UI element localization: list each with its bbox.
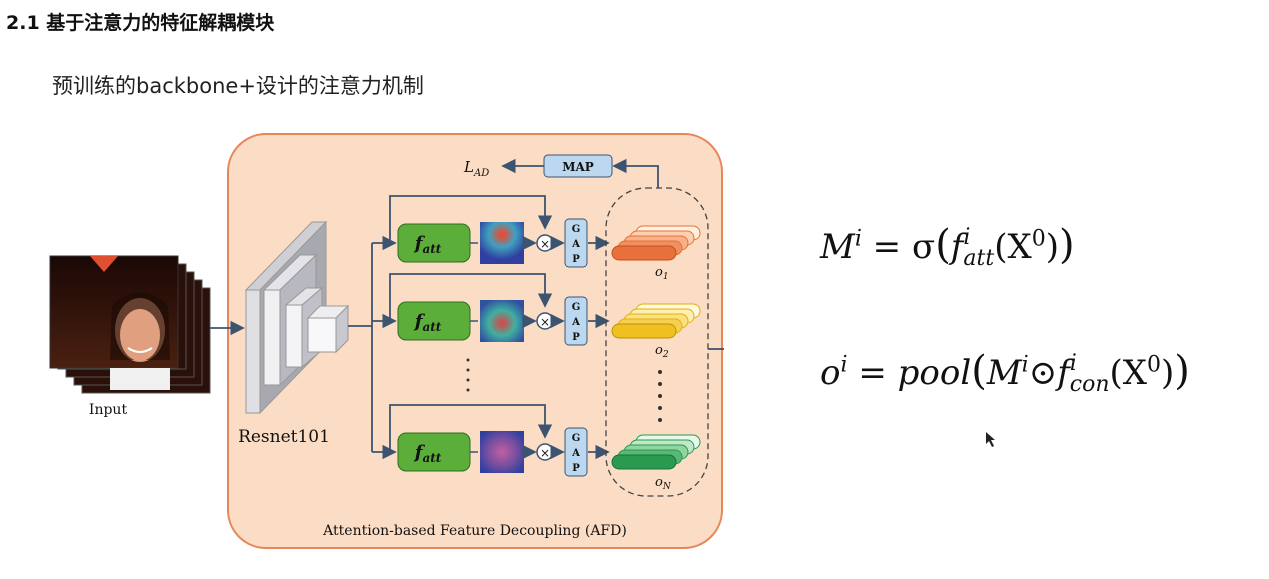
gap-block-n — [564, 427, 588, 477]
svg-text:o2: o2 — [655, 343, 669, 360]
f1-f-sub: att — [963, 246, 995, 271]
attention-map-n — [480, 431, 524, 473]
svg-text:LAD: LAD — [463, 158, 489, 179]
slide-subheading: 预训练的backbone+设计的注意力机制 — [52, 74, 424, 98]
f1-close: ) — [1045, 227, 1059, 267]
f1-f: f — [950, 227, 964, 267]
loss-label: L — [463, 158, 474, 176]
attention-map-2 — [480, 300, 524, 342]
output-sub-1: 1 — [663, 272, 669, 282]
loss-sub: AD — [473, 168, 489, 179]
f1-eq: = σ — [861, 227, 936, 267]
gap-block-2 — [564, 296, 588, 346]
f1-arg-sup: 0 — [1031, 226, 1046, 252]
f2-f-sub: con — [1069, 372, 1110, 397]
multiply-symbol-2: × — [540, 315, 550, 329]
gap-letter: P — [572, 254, 580, 265]
output-sub-2: 2 — [662, 350, 669, 360]
resnet-backbone — [244, 220, 350, 415]
f1-lhs: M — [820, 227, 855, 267]
f2-lhs: o — [820, 353, 841, 393]
slide-heading: 2.1 基于注意力的特征解耦模块 — [6, 12, 275, 34]
feature-stack-2 — [611, 303, 701, 339]
f1-lhs-sup: i — [854, 226, 862, 252]
map-input-arrow — [612, 158, 659, 188]
output-label-n: o — [655, 475, 663, 490]
branch-n: fatt × G A P oN — [372, 404, 701, 492]
f1-f-sup: i — [963, 225, 971, 251]
gap-letter: A — [571, 317, 580, 328]
gap-block-1 — [564, 218, 588, 268]
f2-arg-sup: 0 — [1147, 352, 1162, 378]
f2-m-sup: i — [1021, 352, 1029, 378]
gap-letter: G — [572, 302, 581, 313]
branch-2: fatt × G A P o2 — [372, 273, 701, 360]
f2-lhs-sup: i — [840, 352, 848, 378]
map-label: MAP — [562, 160, 594, 174]
f2-arg: (X — [1109, 353, 1148, 393]
feature-stack-1 — [611, 225, 701, 261]
mouse-cursor-icon — [986, 432, 995, 447]
f2-f: f — [1057, 353, 1070, 393]
output-label-2: o — [655, 343, 663, 358]
f2-eq: = pool — [847, 353, 972, 393]
gap-letter: G — [572, 433, 581, 444]
gap-letter: A — [571, 239, 580, 250]
output-label-1: o — [655, 265, 663, 280]
f-att-sub-2: att — [422, 320, 441, 334]
f-att-sub-n: att — [422, 451, 441, 465]
input-label: Input — [89, 402, 128, 418]
f2-m: M — [986, 353, 1022, 393]
f2-f-sup: i — [1069, 351, 1077, 377]
f2-odot: ⊙ — [1028, 353, 1058, 393]
svg-text:fatt: fatt — [413, 442, 442, 465]
multiply-symbol-n: × — [540, 446, 550, 460]
multiply-symbol-1: × — [540, 237, 550, 251]
svg-text:o1: o1 — [655, 265, 669, 282]
f1-arg: (X — [994, 227, 1032, 267]
ellipsis-dots — [466, 358, 662, 422]
svg-text:oN: oN — [655, 475, 672, 492]
gap-letter: A — [571, 448, 580, 459]
f2-close: ) — [1161, 353, 1175, 393]
outputs-container — [605, 187, 709, 497]
afd-caption: Attention-based Feature Decoupling (AFD) — [322, 523, 627, 539]
gap-letter: P — [572, 332, 580, 343]
gap-letter: P — [572, 463, 580, 474]
f-att-sub-1: att — [422, 242, 441, 256]
feature-stack-n — [611, 434, 701, 470]
backbone-label: Resnet101 — [238, 427, 330, 447]
gap-letter: G — [572, 224, 581, 235]
output-sub-n: N — [662, 482, 672, 492]
attention-map-1 — [480, 222, 524, 264]
branch-1: fatt × G A P o1 — [372, 195, 701, 282]
input-frames — [49, 255, 211, 394]
